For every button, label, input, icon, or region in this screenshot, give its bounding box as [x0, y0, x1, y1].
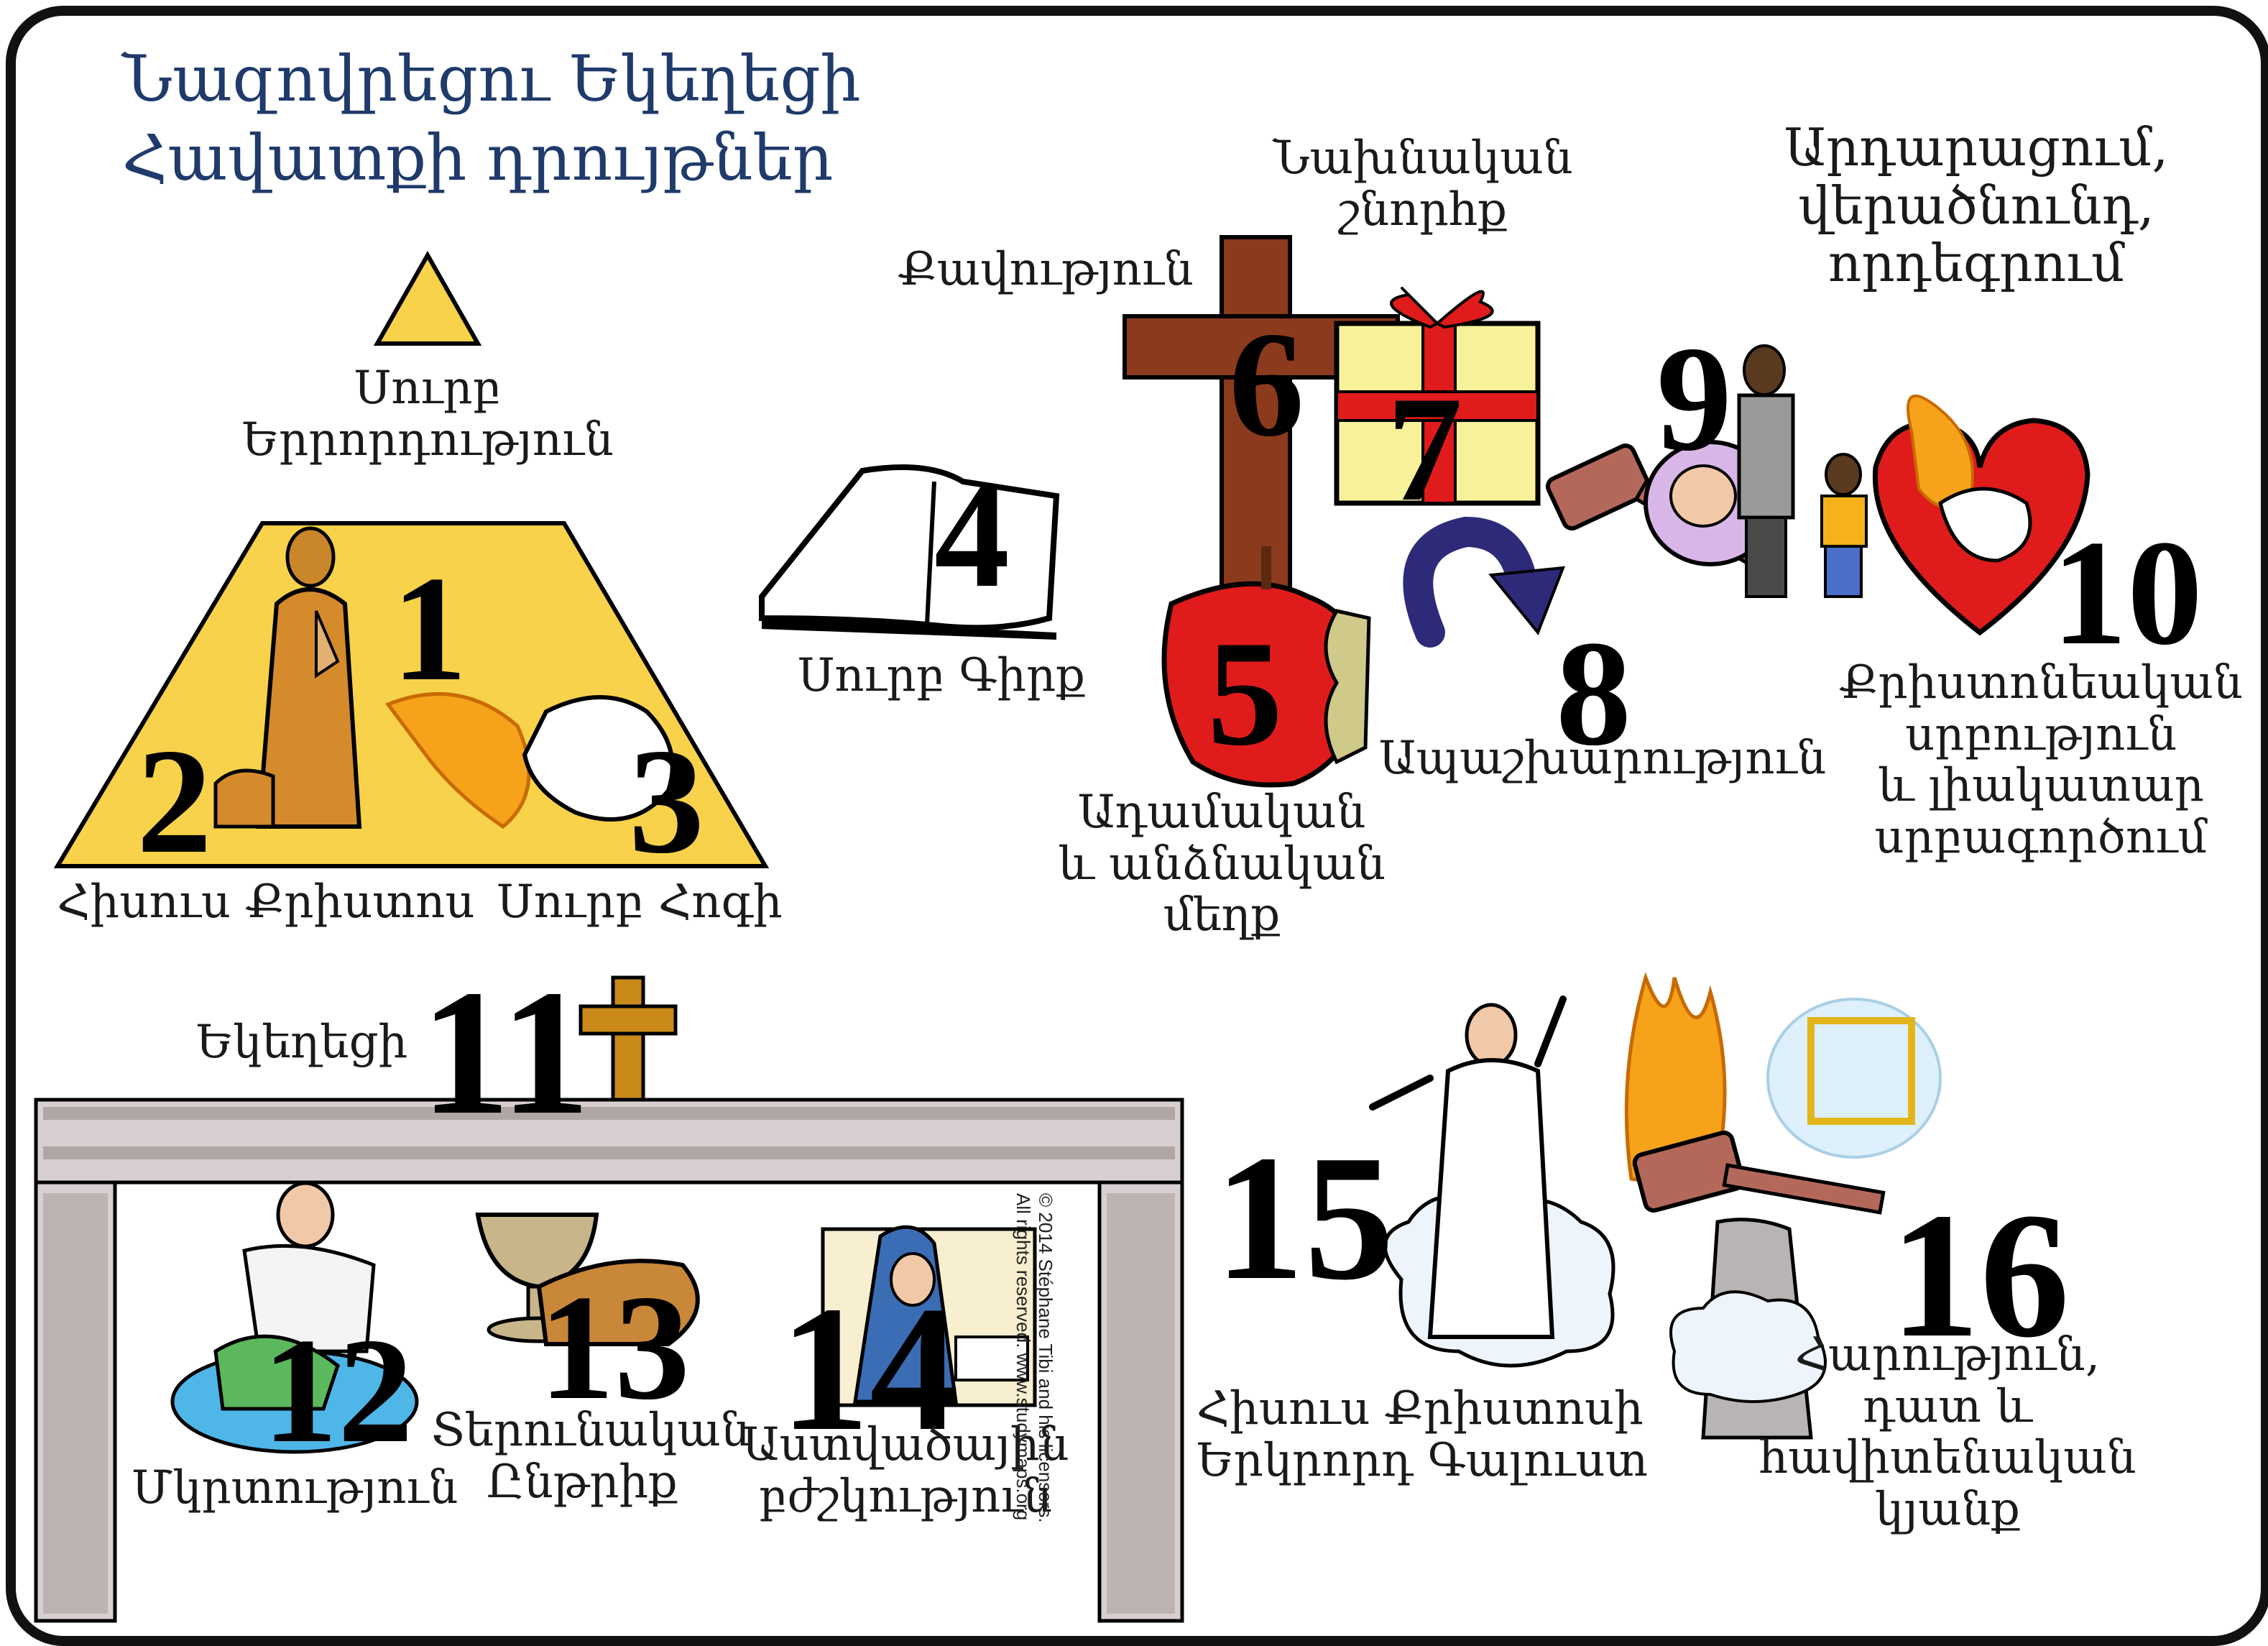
label-prevenient-grace: Նախնական շնորհք	[1273, 132, 1573, 236]
number-14: 14	[780, 1269, 959, 1468]
label-holy-spirit: Սուրբ Հոգի	[497, 875, 783, 929]
repentance-arrow-icon	[1403, 516, 1539, 648]
bible-book-icon	[759, 464, 1060, 640]
number-15: 15	[1214, 1118, 1394, 1318]
label-original-sin: Ադամական և անձնական մեղք	[1058, 786, 1386, 942]
holy-spirit-dove-icon	[385, 692, 675, 829]
label-church: Եկեղեցի	[195, 1016, 408, 1069]
label-resurrection: Հարություն, դատ և հավիտենական կյանք	[1758, 1328, 2136, 1537]
label-atonement: Քավություն	[898, 243, 1194, 296]
copyright-notice: © 2014 Stéphane Tibi and his licensors. …	[1012, 1193, 1056, 1523]
praying-jesus-icon	[213, 526, 362, 829]
number-8: 8	[1556, 610, 1631, 777]
adoption-father-child-icon	[1737, 344, 1868, 598]
number-13: 13	[539, 1264, 690, 1431]
label-repentance: Ապաշխարություն	[1378, 732, 1827, 785]
label-justification: Արդարացում, վերածնունդ, որդեգրում	[1784, 117, 2169, 294]
number-1: 1	[392, 546, 467, 712]
lords-supper-icon	[475, 1213, 700, 1346]
label-baptism: Մկրտություն	[131, 1461, 458, 1514]
label-divine-healing: Աստվածային բժշկություն	[742, 1418, 1069, 1523]
number-2: 2	[137, 718, 212, 885]
second-coming-jesus-icon	[1369, 996, 1615, 1368]
number-12: 12	[262, 1307, 413, 1474]
number-4: 4	[934, 452, 1010, 619]
number-11: 11	[420, 953, 591, 1152]
resurrection-judgment-icon	[1624, 972, 1942, 1440]
bitten-apple-icon	[1161, 546, 1371, 788]
number-10: 10	[2052, 510, 2203, 676]
label-holy-scriptures: Սուրբ Գիրք	[797, 649, 1086, 702]
church-people-wall	[34, 1098, 1184, 1623]
baptism-icon	[170, 1181, 419, 1454]
label-second-coming: Հիսուս Քրիստոսի Երկրորդ Գալուստ	[1197, 1382, 1649, 1487]
number-6: 6	[1229, 301, 1304, 468]
label-lords-supper: Տերունական Ընթրիք	[431, 1404, 750, 1509]
number-16: 16	[1890, 1176, 2070, 1375]
label-jesus-christ: Հիսուս Քրիստոս	[57, 875, 475, 929]
church-cross-icon	[578, 975, 678, 1102]
holiness-heart-icon	[1872, 394, 2090, 636]
number-7: 7	[1387, 366, 1462, 533]
small-trinity-triangle-icon	[373, 250, 482, 346]
divine-healing-icon	[821, 1225, 1037, 1407]
number-9: 9	[1656, 316, 1732, 482]
label-christian-holiness: Քրիստոնեական սրբություն և լիակատար սրբագ…	[1839, 656, 2243, 865]
number-5: 5	[1207, 610, 1283, 777]
number-3: 3	[629, 718, 704, 885]
church-people-pattern	[43, 1107, 1175, 1614]
prevenient-grace-gift-icon	[1334, 287, 1541, 506]
label-holy-trinity: Սուրբ Երրորդություն	[241, 362, 614, 466]
